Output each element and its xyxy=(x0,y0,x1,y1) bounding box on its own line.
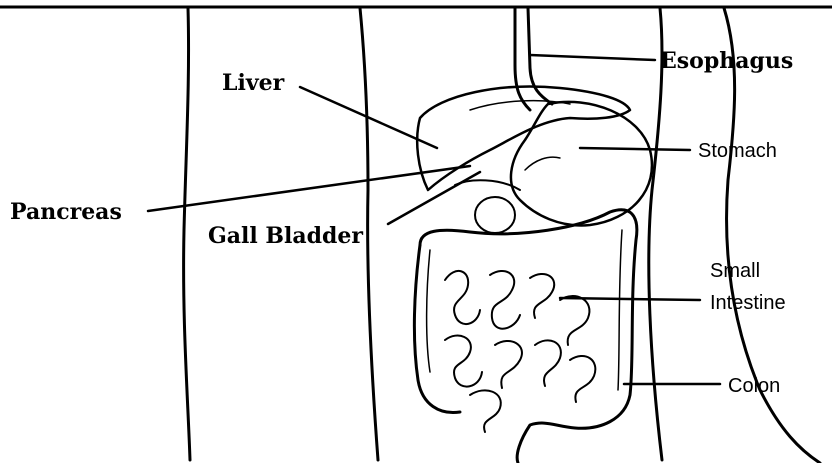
stomach-organ xyxy=(511,102,652,226)
small-intestine-label-line2: Intestine xyxy=(710,292,786,314)
pancreas-label: Pancreas xyxy=(10,199,122,225)
stomach-leader xyxy=(580,148,690,150)
small-intestine-leader xyxy=(560,298,700,300)
esophagus-label: Esophagus xyxy=(660,48,793,74)
small-intestine-label-line1: Small xyxy=(710,260,760,282)
esophagus-leader xyxy=(530,55,655,60)
liver-label: Liver xyxy=(222,70,285,96)
colon-label: Colon xyxy=(728,375,780,397)
gall-bladder-label: Gall Bladder xyxy=(208,223,363,249)
gall-bladder-organ xyxy=(455,180,520,233)
gall-bladder-leader xyxy=(388,172,480,224)
colon-organ xyxy=(414,210,636,463)
stomach-label: Stomach xyxy=(698,140,777,162)
esophagus-tube xyxy=(515,8,552,110)
small-intestine-organ xyxy=(445,271,595,432)
